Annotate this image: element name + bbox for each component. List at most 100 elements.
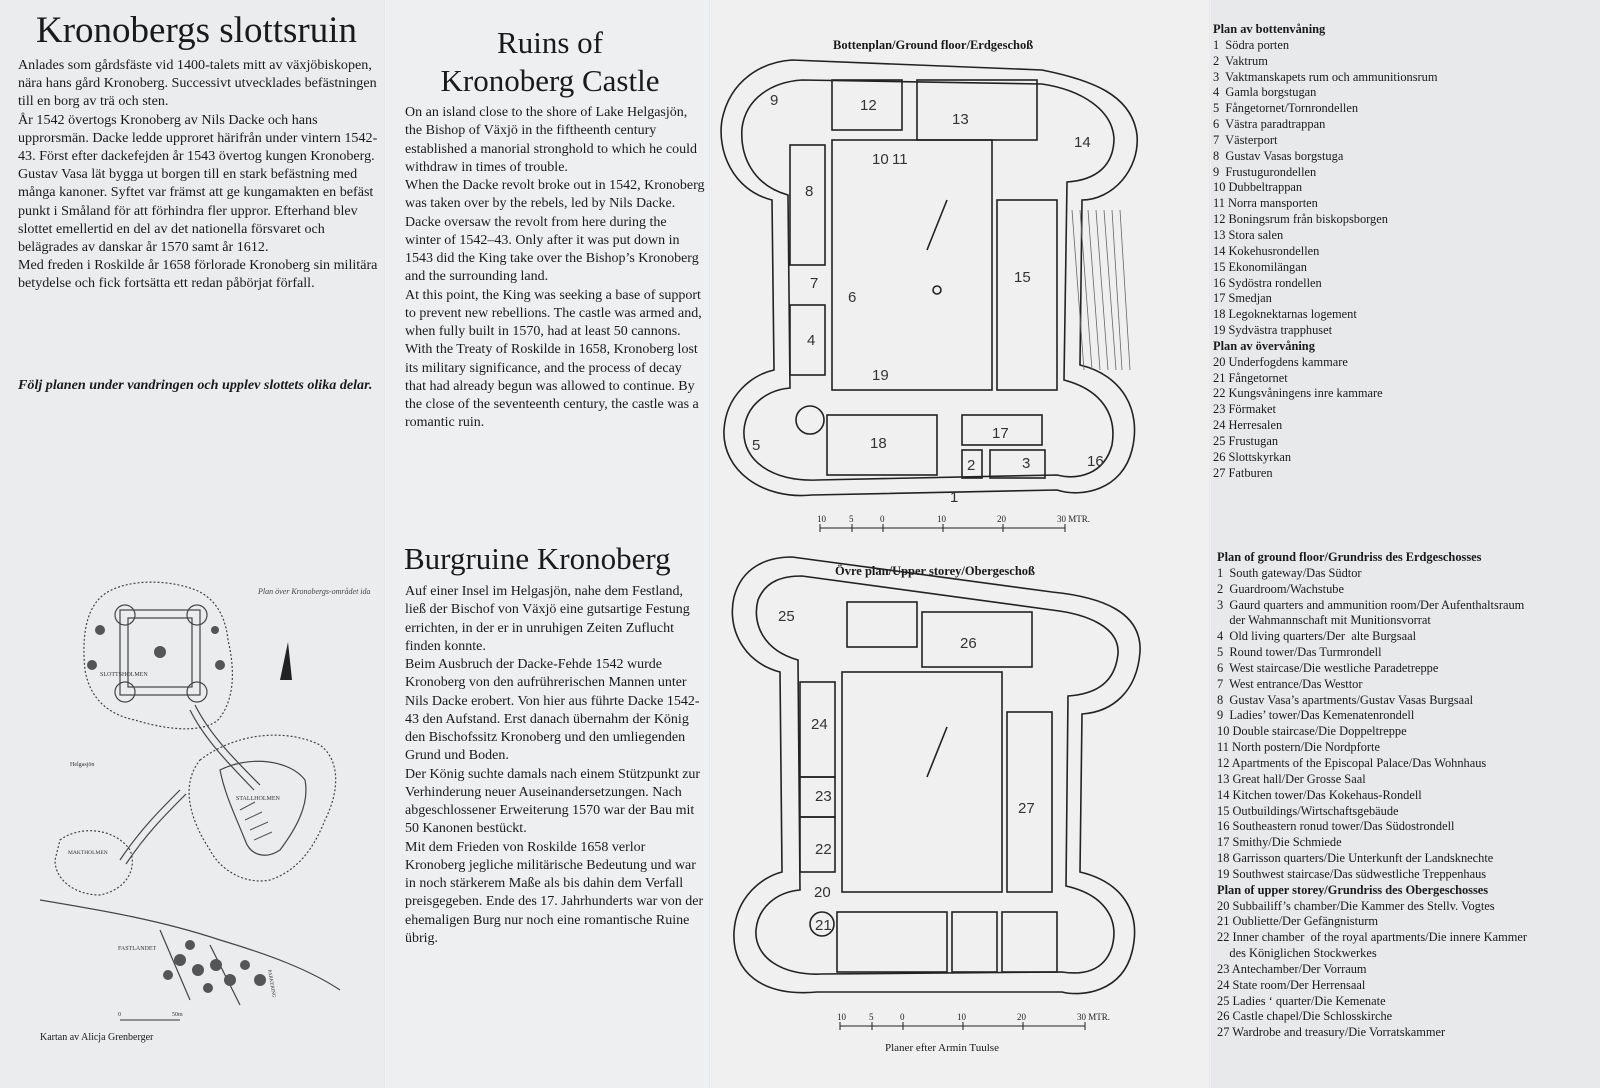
english-paragraph: At this point, the King was seeking a ba… xyxy=(405,287,702,340)
room-number: 1 xyxy=(950,489,958,506)
legend-item: 26 Castle chapel/Die Schlosskirche xyxy=(1217,1009,1393,1024)
english-legend: Plan of ground floor/Grundriss des Erdge… xyxy=(1217,550,1527,1041)
map-label: SLOTTSHOLMEN xyxy=(100,672,148,678)
legend-item: 12 Apartments of the Episcopal Palace/Da… xyxy=(1217,755,1487,770)
fold-line xyxy=(709,0,712,1088)
swedish-paragraph: Med freden i Roskilde år 1658 förlorade … xyxy=(18,257,378,292)
room-number: 8 xyxy=(805,183,813,200)
legend-item: 2 Guardroom/Wachstube xyxy=(1217,581,1345,596)
map-credit: Kartan av Alicja Grenberger xyxy=(40,1032,154,1043)
legend-item: 20 Underfogdens kammare xyxy=(1213,354,1348,369)
map-label: Helgasjön xyxy=(70,762,94,768)
legend-item: 1 South gateway/Das Südtor xyxy=(1217,565,1362,580)
map-label: STALLHOLMEN xyxy=(236,796,281,802)
legend-item: 11 Norra mansporten xyxy=(1213,196,1318,211)
legend-item: 3 Vaktmanskapets rum och ammunitionsrum xyxy=(1213,69,1438,84)
legend-item: 5 Round tower/Das Turmrondell xyxy=(1217,645,1382,660)
legend-item: 17 Smedjan xyxy=(1213,291,1272,306)
text-panel xyxy=(385,0,710,1088)
legend-item: 7 West entrance/Das Westtor xyxy=(1217,676,1363,691)
scale-tick: 20 xyxy=(997,514,1007,524)
room-number: 4 xyxy=(807,332,815,349)
scale-tick: 30 MTR. xyxy=(1077,1012,1110,1022)
legend-item: 27 Fatburen xyxy=(1213,465,1273,480)
scale-tick: 10 xyxy=(957,1012,967,1022)
upper-floor-plan: 20 21 22 23 24 25 26 27 xyxy=(731,556,1141,995)
room-number: 24 xyxy=(811,716,828,733)
room-number: 20 xyxy=(814,884,831,901)
scale-tick: 5 xyxy=(869,1012,874,1022)
legend-item: 24 State room/Der Herrensaal xyxy=(1217,977,1366,992)
legend-heading: Plan av övervåning xyxy=(1213,338,1315,353)
legend-item: 27 Wardrobe and treasury/Die Vorratskamm… xyxy=(1217,1025,1446,1040)
map-scale-label: 50m xyxy=(172,1012,183,1018)
legend-heading: Plan av bottenvåning xyxy=(1213,22,1326,36)
english-body: On an island close to the shore of Lake … xyxy=(405,104,705,433)
legend-item: 14 Kitchen tower/Das Kokehaus-Rondell xyxy=(1217,787,1422,802)
legend-item: 8 Gustav Vasa’s apartments/Gustav Vasas … xyxy=(1217,692,1474,707)
room-number: 14 xyxy=(1074,134,1091,151)
room-number: 22 xyxy=(815,841,832,858)
legend-list: 20 Subbailiff’s chamber/Die Kammer des S… xyxy=(1217,899,1527,1042)
room-number: 26 xyxy=(960,635,977,652)
map-label: FASTLANDET xyxy=(118,946,157,952)
german-paragraph: Beim Ausbruch der Dacke-Fehde 1542 wurde… xyxy=(405,657,700,764)
room-number: 16 xyxy=(1087,453,1104,470)
legend-item: 23 Förmaket xyxy=(1213,402,1276,417)
legend-item: 13 Great hall/Der Grosse Saal xyxy=(1217,771,1366,786)
room-number: 12 xyxy=(860,97,877,114)
room-number: 21 xyxy=(815,917,832,934)
scale-tick: 10 xyxy=(837,1012,847,1022)
legend-item: 21 Oubliette/Der Gefängnisturm xyxy=(1217,914,1379,929)
upper-plan-title: Övre plan/Upper storey/Obergeschoß xyxy=(835,564,1035,578)
room-number: 19 xyxy=(872,367,889,384)
german-paragraph: Der König suchte damals nach einem Stütz… xyxy=(405,766,701,837)
scale-tick: 0 xyxy=(880,514,885,524)
room-number: 9 xyxy=(770,92,778,109)
legend-heading: Plan of upper storey/Grundriss des Oberg… xyxy=(1217,882,1489,897)
legend-item: 6 West staircase/Die westliche Paradetre… xyxy=(1217,660,1439,675)
swedish-paragraph: År 1542 övertogs Kronoberg av Nils Dacke… xyxy=(18,111,378,256)
legend-item: 2 Vaktrum xyxy=(1213,53,1268,68)
legend-item: 19 Sydvästra trapphuset xyxy=(1213,323,1333,338)
legend-item: 18 Legoknektarnas logement xyxy=(1213,307,1357,322)
legend-item: 25 Ladies ‘ quarter/Die Kemenate xyxy=(1217,993,1386,1008)
legend-item: 8 Gustav Vasas borgstuga xyxy=(1213,148,1344,163)
legend-item: 16 Southeastern ronud tower/Das Südostro… xyxy=(1217,819,1455,834)
legend-item: 9 Ladies’ tower/Das Kemenatenrondell xyxy=(1217,708,1415,723)
site-map: Plan över Kronobergs-området idag. SLOTT… xyxy=(40,581,370,1021)
legend-item: 22 Kungsvåningens inre kammare xyxy=(1213,386,1383,401)
legend-item: 13 Stora salen xyxy=(1213,227,1284,242)
room-number: 27 xyxy=(1018,800,1035,817)
scale-tick: 5 xyxy=(849,514,854,524)
plans-panel xyxy=(710,0,1210,1088)
english-paragraph: When the Dacke revolt broke out in 1542,… xyxy=(405,178,705,285)
legend-item: 6 Västra paradtrappan xyxy=(1213,117,1326,132)
scale-tick: 10 xyxy=(937,514,947,524)
legend-item: 4 Old living quarters/Der alte Burgsaal xyxy=(1217,629,1417,644)
legend-item: 15 Outbuildings/Wirtschaftsgebäude xyxy=(1217,803,1399,818)
german-title: Burgruine Kronoberg xyxy=(404,541,671,576)
english-paragraph: With the Treaty of Roskilde in 1658, Kro… xyxy=(405,342,699,431)
legend-item: 25 Frustugan xyxy=(1213,433,1279,448)
ground-floor-plan: 1 2 3 4 5 6 7 8 9 10 11 12 13 14 15 16 1… xyxy=(720,59,1138,506)
fold-line xyxy=(1209,0,1212,1088)
swedish-call-to-action: Följ planen under vandringen och upplev … xyxy=(18,377,373,393)
legend-item: 12 Boningsrum från biskopsborgen xyxy=(1213,212,1388,227)
legend-item: 26 Slottskyrkan xyxy=(1213,449,1292,464)
german-body: Auf einer Insel im Helgasjön, nahe dem F… xyxy=(405,583,705,948)
legend-item: 19 Southwest staircase/Das südwestliche … xyxy=(1217,866,1487,881)
legend-item: 10 Dubbeltrappan xyxy=(1213,180,1303,195)
swedish-body: Anlades som gårdsfäste vid 1400-talets m… xyxy=(18,56,383,293)
legend-item: des Königlichen Stockwerkes xyxy=(1217,946,1377,961)
legend-item: 17 Smithy/Die Schmiede xyxy=(1217,835,1342,850)
room-number: 2 xyxy=(967,457,975,474)
room-number: 3 xyxy=(1022,455,1030,472)
swedish-paragraph: Anlades som gårdsfäste vid 1400-talets m… xyxy=(18,57,377,110)
legend-item: 7 Västerport xyxy=(1213,132,1278,147)
ground-plan-title: Bottenplan/Ground floor/Erdgeschoß xyxy=(833,38,1034,52)
room-number: 17 xyxy=(992,425,1009,442)
english-paragraph: On an island close to the shore of Lake … xyxy=(405,105,697,175)
